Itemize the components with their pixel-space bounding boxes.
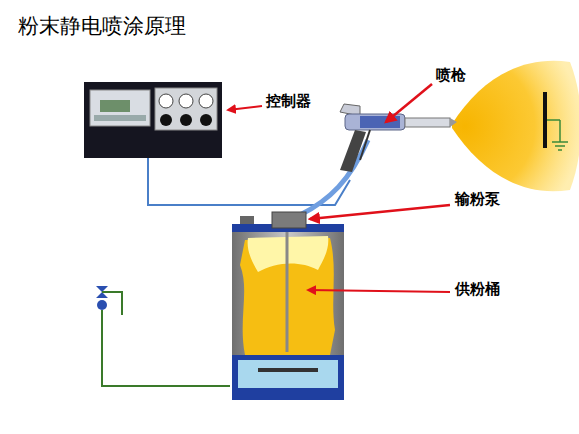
part-label: 输粉泵 bbox=[455, 190, 500, 209]
powder-hopper bbox=[232, 212, 344, 400]
leader-line bbox=[228, 106, 262, 110]
leader-line bbox=[308, 290, 450, 292]
part-label: 喷枪 bbox=[436, 66, 466, 85]
powder-spray bbox=[452, 61, 579, 192]
leader-line bbox=[386, 84, 432, 122]
part-label: 控制器 bbox=[266, 92, 311, 111]
leader-line bbox=[310, 205, 450, 219]
diagram-title: 粉末静电喷涂原理 bbox=[18, 12, 186, 40]
control-cable bbox=[148, 158, 350, 205]
spray-gun bbox=[340, 104, 457, 172]
controller bbox=[84, 82, 222, 158]
air-supply bbox=[96, 286, 230, 386]
part-label: 供粉桶 bbox=[455, 280, 500, 299]
workpiece-ground bbox=[543, 92, 568, 150]
